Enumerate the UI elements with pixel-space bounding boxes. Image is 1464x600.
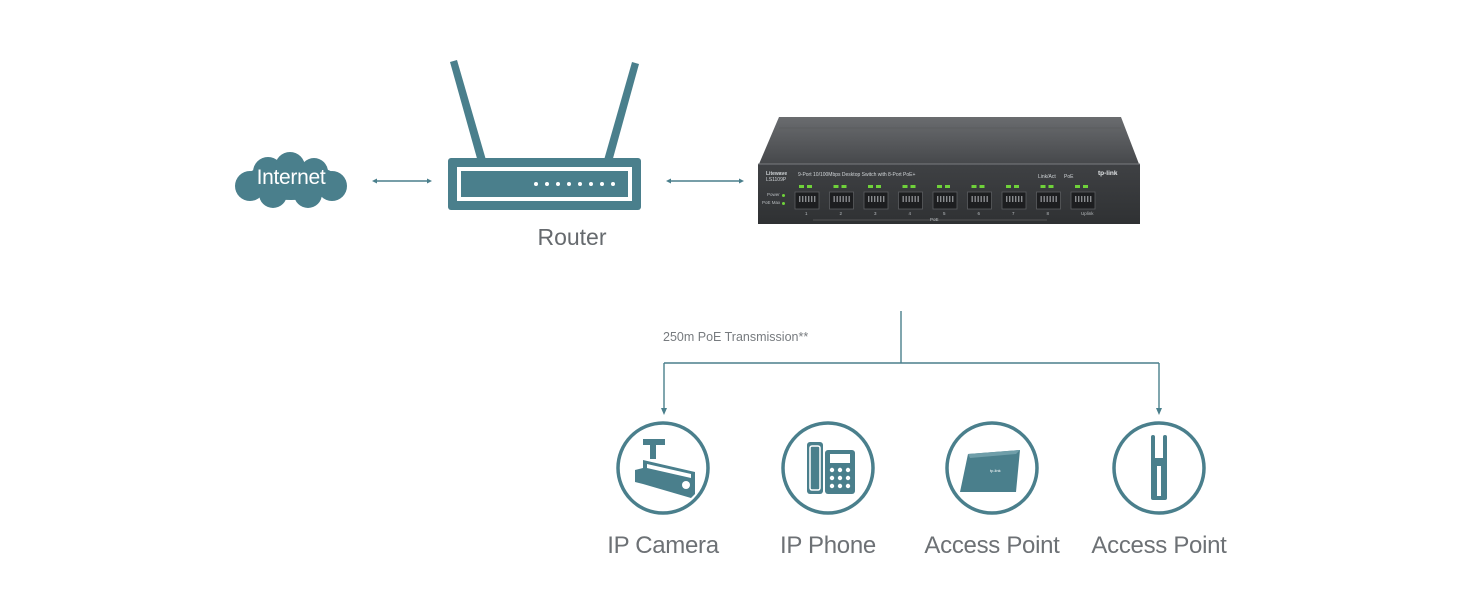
port-led	[945, 185, 950, 188]
port-led	[910, 185, 916, 188]
port-led	[841, 185, 847, 188]
switch-port-number: 2	[839, 211, 843, 216]
port-led	[1014, 185, 1019, 188]
switch-port-number: 3	[874, 211, 877, 216]
outdoor-access-point-icon	[1112, 421, 1206, 515]
switch-linkact-label: Link/Act	[1038, 174, 1056, 180]
switch-port-number: 5	[943, 211, 946, 216]
poe-distribution-lines	[661, 311, 1162, 415]
switch-uplink-port	[1070, 185, 1096, 210]
switch-poemax-label: PoE Max	[762, 200, 781, 205]
device-label-ip-phone: IP Phone	[780, 532, 876, 559]
device-label-access-point-ceiling: Access Point	[924, 532, 1060, 559]
switch-uplink-label: Uplink	[1081, 211, 1094, 216]
svg-text:tp-link: tp-link	[990, 468, 1001, 473]
port-led	[1075, 185, 1080, 188]
switch-poe-port	[898, 185, 923, 210]
poe-switch-image	[758, 117, 1140, 224]
port-led	[971, 185, 977, 188]
router-label: Router	[537, 224, 607, 250]
switch-poe-port	[794, 185, 820, 210]
switch-port-number: 4	[908, 211, 912, 216]
poemax-led	[782, 202, 785, 205]
switch-description: 9-Port 10/100Mbps Desktop Switch with 8-…	[798, 172, 916, 178]
internet-cloud-icon	[235, 152, 347, 208]
port-led	[1083, 185, 1088, 188]
port-led	[979, 185, 985, 188]
port-led	[1048, 185, 1054, 188]
port-led	[807, 185, 812, 188]
switch-poe-port	[1036, 185, 1061, 210]
switch-model-block: Litewave LS1109P	[766, 171, 787, 183]
device-label-ip-camera: IP Camera	[607, 532, 719, 559]
switch-power-label: Power	[767, 192, 780, 197]
port-led	[937, 185, 942, 188]
power-led	[782, 194, 785, 197]
switch-poe-label: PoE	[1064, 174, 1074, 180]
device-label-access-point-outdoor: Access Point	[1091, 532, 1227, 559]
switch-brand: Litewave	[766, 171, 788, 177]
port-led	[1006, 185, 1011, 188]
ceiling-access-point-icon: tp-link	[945, 421, 1039, 515]
internet-router-link	[372, 178, 432, 184]
switch-poe-port	[829, 185, 854, 210]
port-led	[799, 185, 804, 188]
internet-label: Internet	[256, 166, 326, 189]
router-switch-link	[666, 178, 744, 184]
switch-port-number: 7	[1012, 211, 1015, 216]
port-led	[868, 185, 873, 188]
switch-port-number: 8	[1046, 211, 1050, 216]
switch-poe-port	[1001, 185, 1027, 210]
router-icon	[448, 60, 641, 210]
switch-port-number: 1	[805, 211, 808, 216]
switch-poe-group-label: PoE	[930, 217, 939, 222]
switch-poe-port	[967, 185, 992, 210]
switch-poe-port	[932, 185, 958, 210]
switch-port-number: 6	[977, 211, 981, 216]
port-led	[833, 185, 839, 188]
port-led	[1040, 185, 1046, 188]
switch-poe-port	[863, 185, 889, 210]
ip-camera-icon	[616, 421, 710, 515]
switch-tplink-logo: tp-link	[1098, 170, 1118, 177]
port-led	[902, 185, 908, 188]
port-led	[876, 185, 881, 188]
switch-model: LS1109P	[766, 177, 787, 183]
ip-phone-icon	[781, 421, 875, 515]
poe-transmission-label: 250m PoE Transmission**	[663, 330, 809, 344]
